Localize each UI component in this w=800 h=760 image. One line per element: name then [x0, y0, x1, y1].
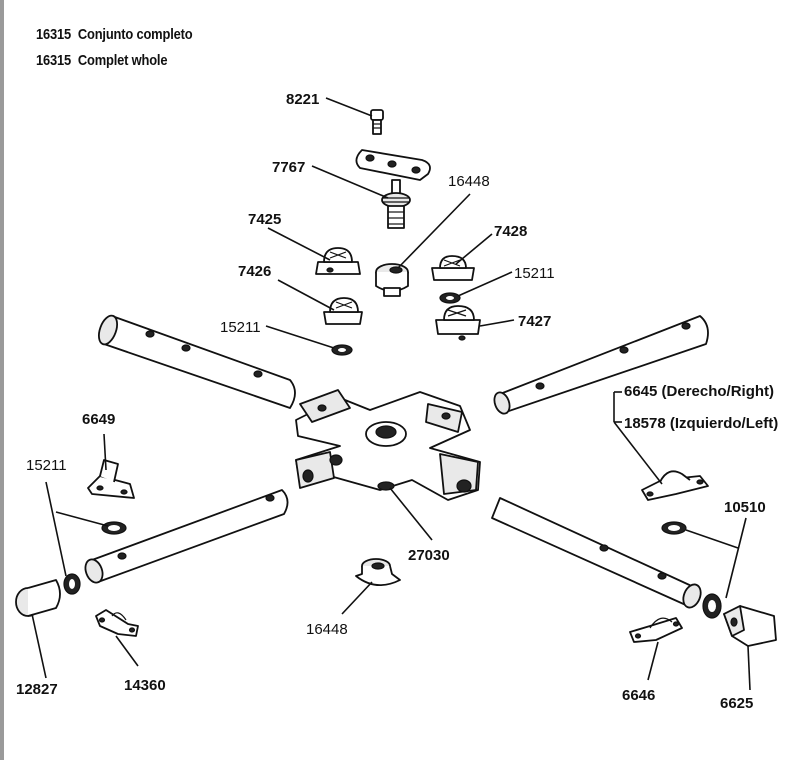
label-7428: 7428	[494, 223, 527, 240]
part-6646-clip	[629, 617, 683, 643]
part-7427-knob	[435, 305, 481, 341]
part-14360-clip	[95, 609, 139, 637]
label-10510: 10510	[724, 499, 766, 516]
part-16448-bottom-bushing	[355, 558, 401, 586]
label-6625: 6625	[720, 695, 753, 712]
label-12827: 12827	[16, 681, 58, 698]
assembly-name-es: Conjunto completo	[77, 26, 193, 43]
part-6649-bracket	[87, 459, 135, 499]
washer-12827-ring	[63, 573, 81, 595]
label-7427: 7427	[518, 313, 551, 330]
part-7767-plate	[355, 149, 431, 181]
title-line-english: 16315 Complet whole	[36, 52, 168, 69]
label-6646: 6646	[622, 687, 655, 704]
scan-edge	[0, 0, 4, 760]
washer-15211-right	[439, 292, 461, 304]
label-15211-left: 15211	[26, 457, 67, 474]
label-7767: 7767	[272, 159, 305, 176]
assembly-code: 16315	[36, 52, 72, 69]
label-14360: 14360	[124, 677, 166, 694]
part-7426-knob	[323, 297, 363, 325]
label-16448-bottom: 16448	[306, 621, 348, 638]
label-15211-mid: 15211	[220, 319, 261, 336]
part-7425-knob	[315, 247, 361, 275]
washer-10510-lower	[702, 593, 722, 619]
label-7425: 7425	[248, 211, 281, 228]
part-7428-knob	[431, 255, 475, 281]
title-line-spanish: 16315 Conjunto completo	[36, 26, 193, 43]
tube-upper-right	[493, 315, 709, 415]
part-12827-cap	[15, 579, 61, 617]
part-6645-clip	[641, 470, 709, 501]
label-27030: 27030	[408, 547, 450, 564]
washer-15211-left	[101, 521, 127, 535]
label-16448-top: 16448	[448, 173, 490, 190]
part-gear-stud	[381, 179, 411, 229]
part-16448-top-bushing	[375, 263, 409, 297]
tube-lower-right	[491, 497, 702, 609]
label-6645: 6645 (Derecho/Right)	[624, 383, 774, 400]
assembly-code: 16315	[36, 26, 72, 43]
label-8221: 8221	[286, 91, 319, 108]
leader-lines	[31, 97, 751, 691]
part-27030-cross-body	[295, 389, 481, 501]
washer-10510-upper	[661, 521, 687, 535]
washer-15211-mid	[331, 344, 353, 356]
label-18578: 18578 (Izquierdo/Left)	[624, 415, 778, 432]
label-15211-right: 15211	[514, 265, 555, 282]
part-8221-screw	[370, 109, 384, 135]
label-6649: 6649	[82, 411, 115, 428]
label-7426: 7426	[238, 263, 271, 280]
part-6625-end-cap	[723, 605, 777, 647]
tube-lower-left	[84, 489, 289, 584]
tube-upper-left	[97, 314, 296, 409]
assembly-name-en: Complet whole	[77, 52, 168, 69]
